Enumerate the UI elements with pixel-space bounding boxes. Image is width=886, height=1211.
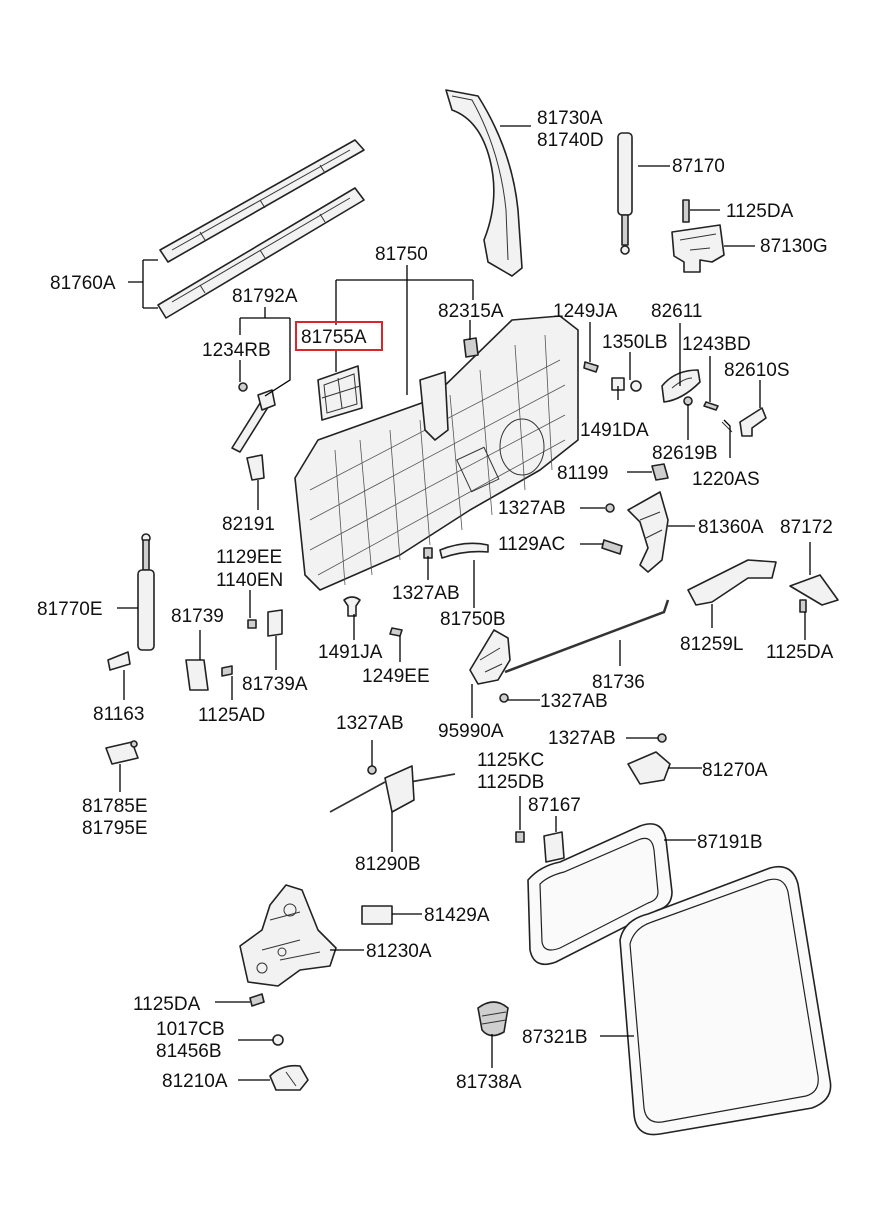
label-81750B: 81750B: [440, 609, 506, 630]
pillar-trim-part: [445, 89, 523, 277]
label-81755A: 81755A: [301, 327, 367, 348]
label-1125DA: 1125DA: [133, 994, 201, 1015]
label-1327AB: 1327AB: [540, 691, 608, 712]
label-1491DA: 1491DA: [580, 420, 649, 441]
label-81259L: 81259L: [680, 634, 743, 655]
brackets-right: [687, 559, 839, 613]
bracket-81739: [185, 609, 283, 691]
label-82619B: 82619B: [652, 443, 718, 464]
leader-lines: [117, 125, 811, 1081]
label-81736: 81736: [592, 672, 645, 693]
fasteners-center: [343, 596, 403, 637]
label-81750: 81750: [375, 244, 428, 265]
label-1243BD: 1243BD: [682, 334, 751, 355]
label-82315A: 82315A: [438, 301, 504, 322]
latch-bracket-81360A: [601, 491, 669, 573]
latch-assembly-81230A: [239, 884, 337, 987]
pull-handle-81750B: [423, 542, 489, 559]
bracket-82610S: [721, 407, 767, 437]
label-1017CB: 1017CB: [156, 1019, 225, 1040]
gas-strut-upper: [617, 132, 633, 255]
label-81429A: 81429A: [424, 905, 490, 926]
label-81730A: 81730A: [537, 108, 603, 129]
label-81760A: 81760A: [50, 273, 116, 294]
label-1140EN: 1140EN: [216, 570, 283, 591]
label-1249JA: 1249JA: [553, 301, 618, 322]
label-1129AC: 1129AC: [498, 534, 565, 555]
label-81270A: 81270A: [702, 760, 768, 781]
label-81163: 81163: [93, 704, 144, 725]
label-1125AD: 1125AD: [198, 705, 265, 726]
clip-87167: [515, 831, 565, 863]
label-1327AB: 1327AB: [336, 713, 404, 734]
tailgate-trim-panel: [294, 315, 579, 591]
label-81792A: 81792A: [232, 286, 298, 307]
part-labels: 81730A 81740D 87170 1125DA 87130G 81760A…: [37, 108, 834, 1093]
label-1249EE: 1249EE: [362, 666, 430, 687]
label-87130G: 87130G: [760, 236, 828, 257]
label-1125DA: 1125DA: [726, 201, 794, 222]
linkage-81290B: [329, 765, 456, 813]
label-81210A: 81210A: [162, 1071, 228, 1092]
label-81360A: 81360A: [698, 517, 764, 538]
label-1327AB: 1327AB: [548, 728, 616, 749]
highlight-box-81755A: [295, 321, 383, 351]
label-81230A: 81230A: [366, 941, 432, 962]
label-1327AB: 1327AB: [392, 583, 460, 604]
label-1350LB: 1350LB: [602, 332, 668, 353]
label-87191B: 87191B: [697, 832, 763, 853]
door-seal-87321B: [619, 865, 832, 1136]
glass-seal-87191B: [527, 823, 673, 966]
label-81739: 81739: [171, 606, 224, 627]
label-81738A: 81738A: [456, 1072, 522, 1093]
label-82191: 82191: [222, 514, 275, 535]
label-81795E: 81795E: [82, 818, 148, 839]
label-81739A: 81739A: [242, 674, 308, 695]
label-81199: 81199: [557, 463, 608, 484]
label-87170: 87170: [672, 156, 725, 177]
label-1125KC: 1125KC: [477, 750, 544, 771]
label-plate-81429A: [361, 905, 393, 925]
inner-handle-82611: [661, 369, 719, 411]
label-81770E: 81770E: [37, 599, 103, 620]
label-95990A: 95990A: [438, 721, 504, 742]
label-81456B: 81456B: [156, 1041, 222, 1062]
small-fasteners-right: [583, 361, 642, 392]
label-81740D: 81740D: [537, 130, 604, 151]
lever-81792A: [231, 382, 276, 453]
part-81163: [107, 651, 131, 671]
label-87172: 87172: [780, 517, 833, 538]
label-87321B: 87321B: [522, 1027, 588, 1048]
label-1327AB: 1327AB: [498, 498, 566, 519]
hinge-bracket-87130G: [671, 199, 725, 273]
label-81290B: 81290B: [355, 854, 421, 875]
part-81199: [651, 463, 669, 481]
trim-cover-81755A: [317, 365, 363, 421]
label-82610S: 82610S: [724, 360, 790, 381]
gas-strut-lower: [137, 533, 155, 651]
upper-rails-part: [157, 139, 365, 319]
label-87167: 87167: [528, 795, 581, 816]
latch-81270A: [627, 733, 671, 785]
label-1234RB: 1234RB: [202, 340, 271, 361]
label-1125DB: 1125DB: [477, 772, 544, 793]
label-1125DA: 1125DA: [766, 642, 834, 663]
label-1491JA: 1491JA: [318, 642, 383, 663]
label-82611: 82611: [651, 301, 702, 322]
label-1129EE: 1129EE: [216, 547, 282, 568]
bumper-82191: [246, 454, 265, 481]
label-1220AS: 1220AS: [692, 469, 760, 490]
label-81785E: 81785E: [82, 796, 148, 817]
bracket-81785E: [105, 740, 139, 765]
striker-81210A: [249, 993, 309, 1091]
rod-81736: [469, 599, 670, 703]
clip-82315A: [463, 337, 479, 358]
bumper-81738A: [477, 1001, 509, 1037]
